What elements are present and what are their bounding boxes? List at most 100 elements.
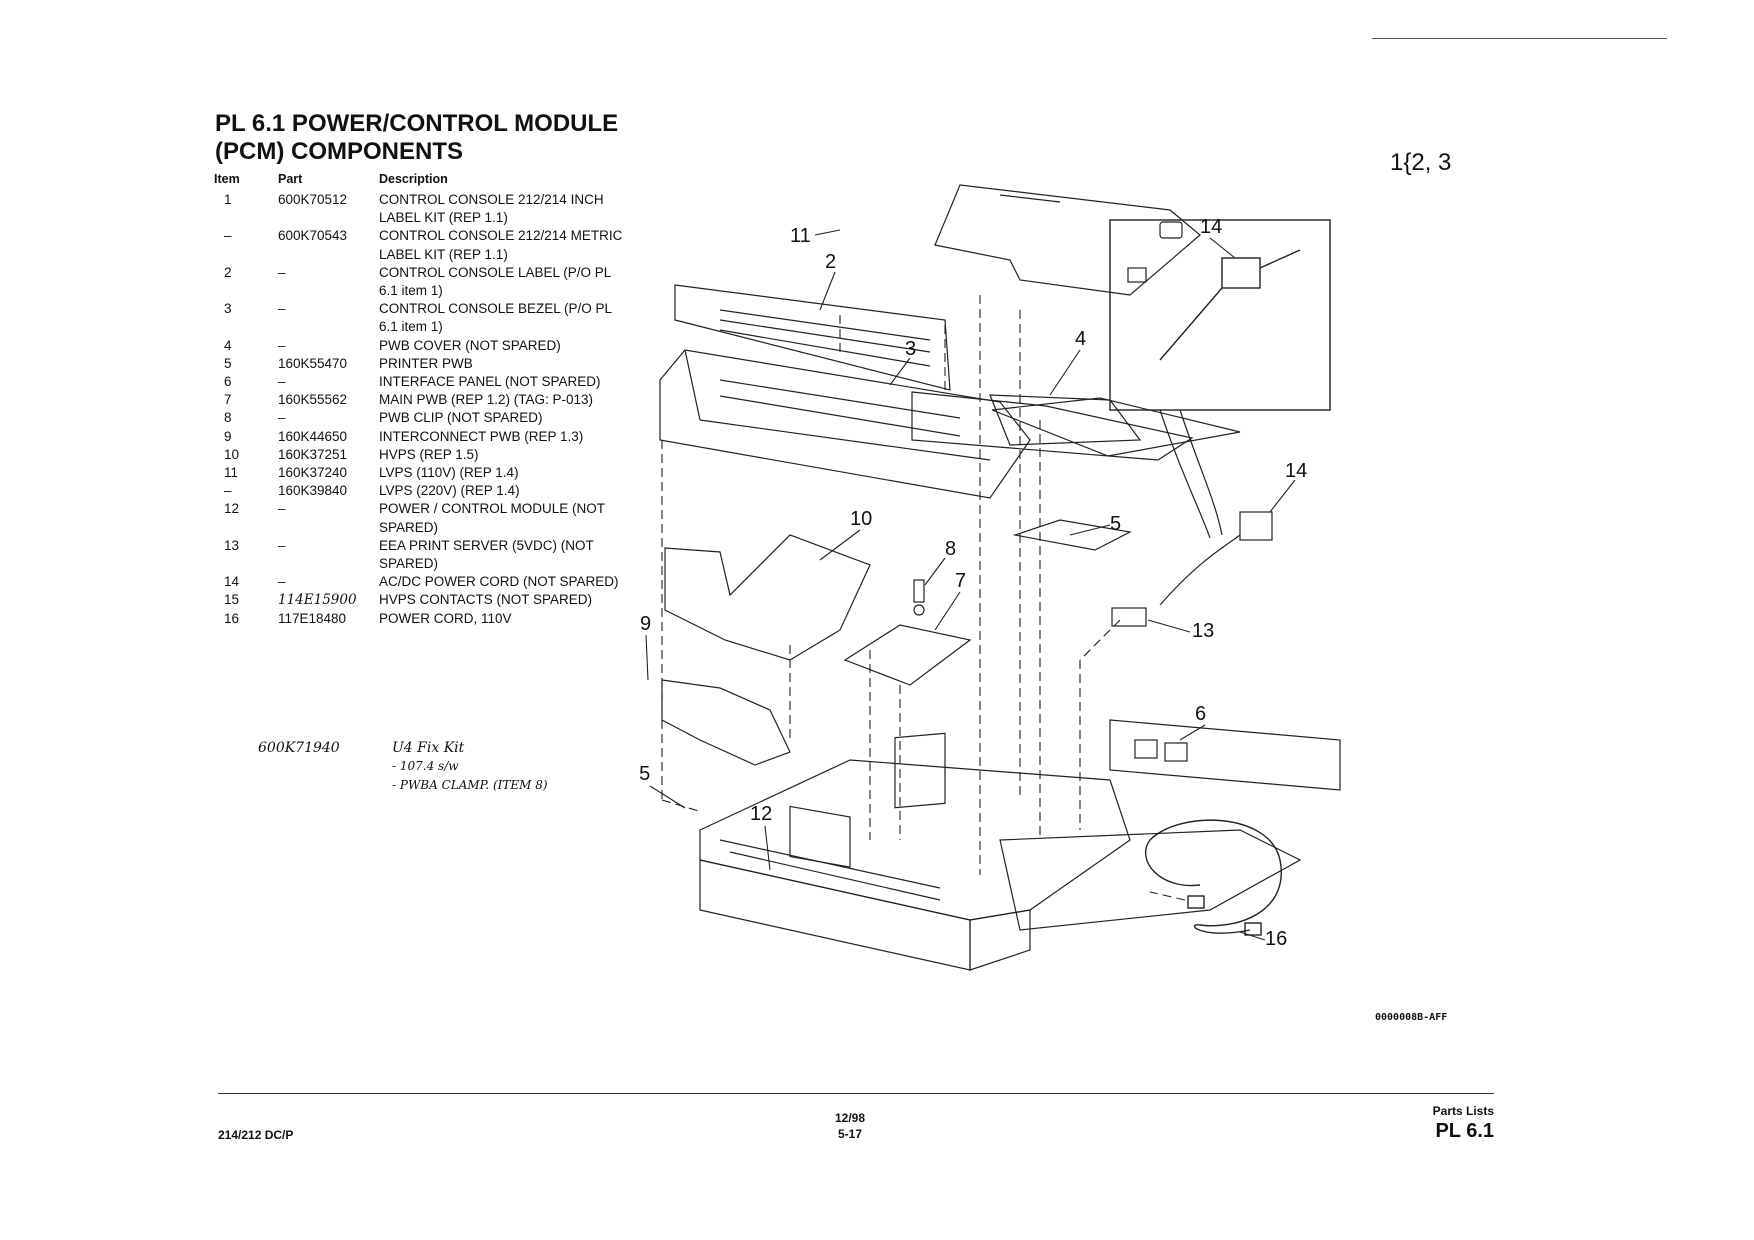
callout-13: 13 xyxy=(1192,620,1214,642)
row-part: 160K37240 xyxy=(278,465,348,481)
callout-16: 16 xyxy=(1265,928,1287,950)
row-description: INTERFACE PANEL (NOT SPARED) xyxy=(379,374,601,390)
row-description: CONTROL CONSOLE BEZEL (P/O PL 6.1 item 1… xyxy=(379,301,612,335)
handwritten-note-line-3: - PWBA CLAMP. (ITEM 8) xyxy=(392,778,548,792)
row-description: LVPS (110V) (REP 1.4) xyxy=(379,465,519,481)
callout-3: 3 xyxy=(905,338,916,360)
row-part: 160K39840 xyxy=(278,483,348,499)
table-header-row: Item Part Description xyxy=(212,172,629,191)
lvps-board xyxy=(934,184,1201,296)
handwritten-part-number: 600K71940 xyxy=(258,740,340,756)
table-row: 14–AC/DC POWER CORD (NOT SPARED) xyxy=(212,573,629,591)
row-item: 15 xyxy=(224,592,240,608)
footer-pl-number: PL 6.1 xyxy=(1435,1120,1494,1142)
callout-14-inset: 14 xyxy=(1200,216,1222,238)
table-row: 12–POWER / CONTROL MODULE (NOT SPARED) xyxy=(212,500,629,536)
callout-labels: 11 2 3 4 5 10 8 7 9 15 12 14 14 13 6 16 xyxy=(640,216,1307,950)
row-description: EEA PRINT SERVER (5VDC) (NOT SPARED) xyxy=(379,537,594,572)
table-row: 2–CONTROL CONSOLE LABEL (P/O PL 6.1 item… xyxy=(212,264,629,300)
row-description: INTERCONNECT PWB (REP 1.3) xyxy=(379,428,584,444)
col-part-header: Part xyxy=(278,172,303,186)
title-line-2: (PCM) COMPONENTS xyxy=(215,138,463,165)
row-item: 8 xyxy=(224,410,232,426)
col-description-header: Description xyxy=(379,172,448,186)
eea-print-server xyxy=(1111,607,1147,627)
table-row: 15 114E15900 HVPS CONTACTS (NOT SPARED) xyxy=(212,591,629,609)
row-item: 13 xyxy=(224,537,240,553)
row-part: 600K70543 xyxy=(278,228,348,244)
row-item: 16 xyxy=(224,610,240,626)
printer-pwb xyxy=(1012,519,1132,551)
row-part: – xyxy=(278,374,286,390)
row-part: – xyxy=(278,410,286,426)
callout-11: 11 xyxy=(790,225,811,247)
row-part: 160K37251 xyxy=(278,446,348,462)
parts-table-body: 1 600K70512 CONTROL CONSOLE 212/214 INCH L… xyxy=(212,191,629,628)
row-part: 117E18480 xyxy=(278,610,347,626)
table-row: 13 – EEA PRINT SERVER (5VDC) (NOT SPARED) xyxy=(212,537,629,573)
row-item: 1 xyxy=(224,192,232,207)
control-console-bezel xyxy=(659,349,1031,499)
row-description: LVPS (220V) (REP 1.4) xyxy=(379,483,520,499)
footer-page: 5-17 xyxy=(837,1127,863,1141)
row-item: 4 xyxy=(224,337,232,353)
row-description: CONTROL CONSOLE 212/214 INCH LABEL KIT (… xyxy=(379,192,604,226)
footer-date: 12/98 xyxy=(834,1111,866,1125)
row-part: 160K55470 xyxy=(278,355,348,371)
callout-2: 2 xyxy=(825,251,836,273)
row-part: 160K55562 xyxy=(278,392,348,408)
diagram-header: 1{2, 3 xyxy=(1390,149,1451,176)
row-part: – xyxy=(278,537,286,553)
table-row: 5 160K55470 PRINTER PWB xyxy=(212,355,629,373)
row-description: PWB COVER (NOT SPARED) xyxy=(379,337,561,353)
row-description: PRINTER PWB xyxy=(379,355,473,371)
main-pwb xyxy=(843,624,972,686)
row-description: HVPS CONTACTS (NOT SPARED) xyxy=(379,592,593,608)
interface-panel xyxy=(1109,719,1341,791)
callout-8: 8 xyxy=(945,538,956,560)
table-row: 6 – INTERFACE PANEL (NOT SPARED) xyxy=(212,373,629,391)
top-rule xyxy=(1372,38,1667,39)
footer-model: 214/212 DC/P xyxy=(218,1128,294,1142)
callout-5: 5 xyxy=(1110,513,1121,535)
row-part: – xyxy=(278,264,286,280)
row-item: 6 xyxy=(224,374,232,390)
pwb-cover xyxy=(989,394,1142,446)
row-item: 7 xyxy=(224,392,232,408)
row-item: 12 xyxy=(224,501,240,517)
row-item: 9 xyxy=(224,428,232,444)
col-item-header: Item xyxy=(214,172,240,186)
handwritten-note-line-2: - 107.4 s/w xyxy=(392,759,459,773)
row-description: CONTROL CONSOLE LABEL (P/O PL 6.1 item 1… xyxy=(379,264,611,299)
table-row: 8–PWB CLIP (NOT SPARED) xyxy=(212,409,629,427)
callout-10: 10 xyxy=(850,508,872,530)
handwritten-note-line-1: U4 Fix Kit xyxy=(392,740,465,756)
row-part: 114E15900 xyxy=(278,592,357,609)
pwb-clip xyxy=(913,579,925,616)
footer-section: Parts Lists PL 6.1 xyxy=(1433,1104,1494,1143)
pwb-cover-panel xyxy=(991,397,1241,457)
title-line-1: PL 6.1 POWER/CONTROL MODULE xyxy=(215,110,619,137)
footer-date-page: 12/98 5-17 xyxy=(820,1110,880,1142)
callout-15: 15 xyxy=(640,763,650,785)
row-item: 5 xyxy=(224,355,232,371)
dashed-leader-lines xyxy=(661,295,1186,901)
table-row: 3–CONTROL CONSOLE BEZEL (P/O PL 6.1 item… xyxy=(212,300,629,336)
row-description: POWER CORD, 110V xyxy=(379,610,512,626)
pwb-cover-outline xyxy=(911,391,1194,461)
callout-4: 4 xyxy=(1075,328,1086,350)
row-description: CONTROL CONSOLE 212/214 METRIC LABEL KIT… xyxy=(379,228,623,262)
base-tray xyxy=(999,829,1302,931)
callout-12: 12 xyxy=(750,803,772,825)
row-part: 600K70512 xyxy=(278,192,348,207)
row-description: POWER / CONTROL MODULE (NOT SPARED) xyxy=(379,501,605,535)
power-cord-inset xyxy=(1109,219,1331,411)
row-part: – xyxy=(278,574,286,590)
